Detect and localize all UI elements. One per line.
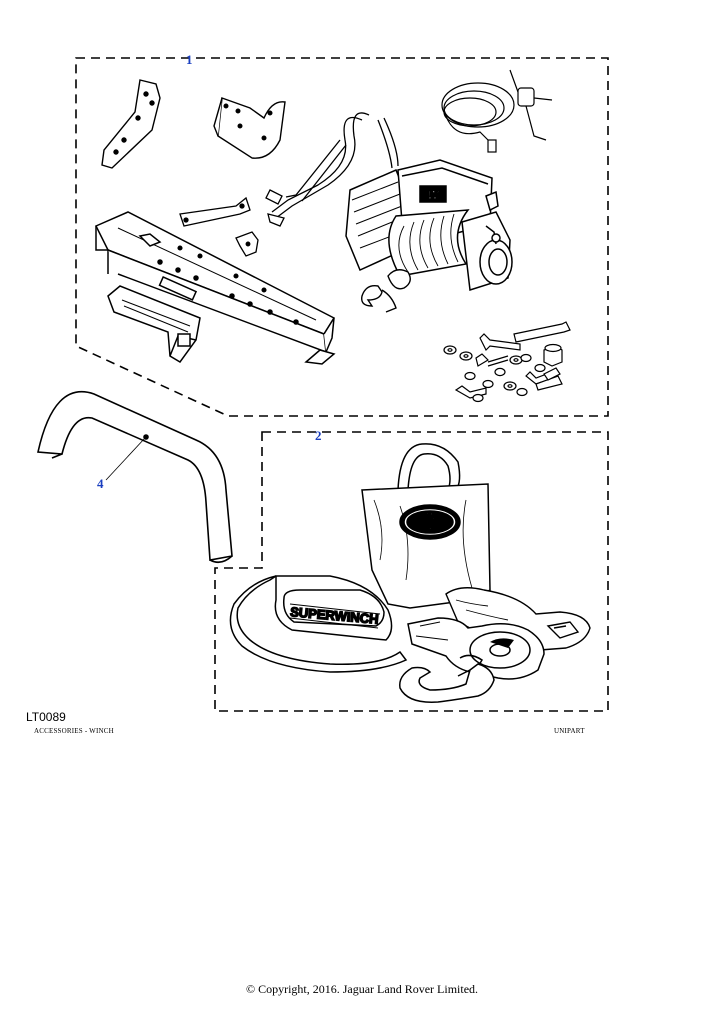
tow-strap-icon[interactable]: SUPERWINCH (229, 575, 408, 673)
power-cables-icon[interactable] (265, 112, 399, 227)
pulley-block-icon[interactable] (407, 617, 545, 680)
winch-hook-icon[interactable] (361, 269, 411, 313)
bag-logo-line2: ROVER (416, 522, 445, 531)
mounting-plate-icon[interactable] (213, 97, 286, 159)
reference-code: LT0089 (26, 710, 66, 724)
winch-badge-text: W (427, 188, 440, 202)
bag-logo-line1: LAND (419, 512, 441, 521)
angle-bracket-icon[interactable] (101, 79, 161, 169)
remote-control-cable-icon[interactable] (441, 69, 553, 153)
callout-2[interactable]: 2 (315, 428, 322, 443)
copyright-notice: © Copyright, 2016. Jaguar Land Rover Lim… (245, 982, 479, 996)
caption-left: ACCESSORIES - WINCH (34, 727, 114, 735)
group-2-boundary (214, 431, 609, 712)
clip-bracket-icon[interactable] (235, 231, 259, 257)
bolt-icon[interactable] (454, 321, 571, 399)
callout-1[interactable]: 1 (186, 52, 193, 67)
callout-4[interactable]: 4 (97, 476, 104, 491)
nut-and-washer-set-icon[interactable] (443, 343, 563, 403)
winch-icon[interactable]: W (345, 159, 513, 291)
callout-4-leader (105, 437, 146, 481)
recovery-hook-icon[interactable] (399, 663, 495, 703)
a-frame-guard-icon[interactable] (37, 390, 233, 564)
group-1-boundary (75, 57, 609, 417)
caption-right: UNIPART (554, 727, 585, 735)
bumper-frame-icon[interactable] (94, 211, 336, 365)
small-bracket-icon[interactable] (179, 196, 251, 227)
recovery-bag-icon[interactable]: LAND ROVER (361, 443, 491, 609)
